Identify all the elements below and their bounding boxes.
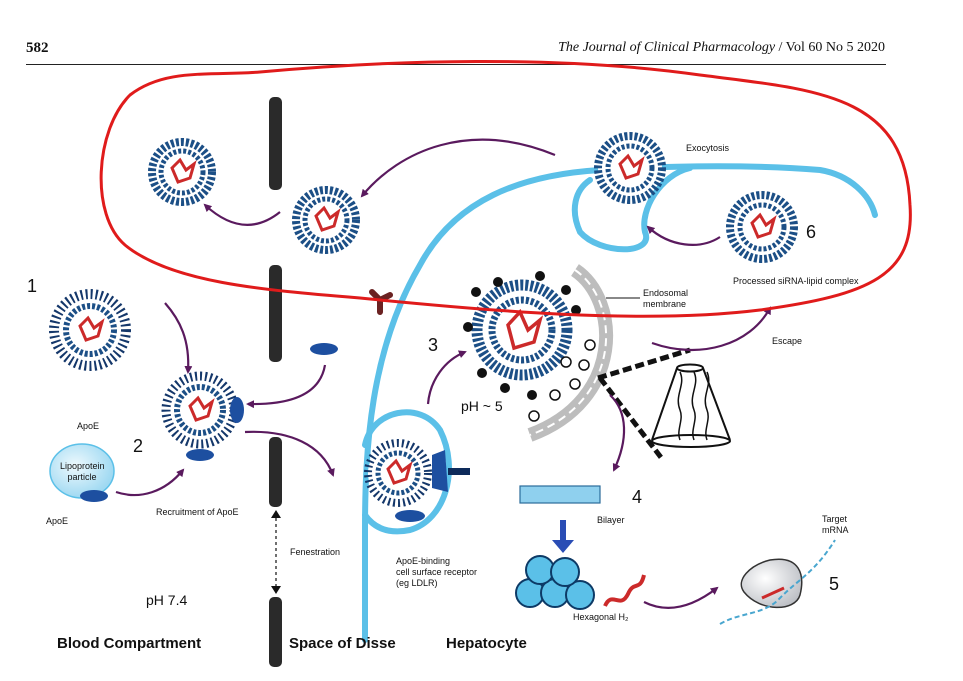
nanoparticle-processed	[726, 191, 798, 263]
receptor-label-3: (eg LDLR)	[396, 578, 438, 588]
nanoparticle-at-receptor	[364, 439, 470, 522]
journal-title: The Journal of Clinical Pharmacology	[558, 40, 776, 55]
risc-complex	[740, 558, 803, 609]
page-number: 582	[26, 40, 49, 56]
receptor-label-1: ApoE-binding	[396, 556, 451, 566]
free-apoe-disse	[310, 343, 338, 355]
endosomal-label-2: membrane	[643, 299, 687, 309]
hepatocyte-membrane	[362, 163, 878, 643]
nanoparticle-exocytosis	[594, 132, 666, 204]
ph-blood: pH 7.4	[146, 592, 188, 608]
red-annotation-outline	[99, 60, 912, 318]
bilayer	[519, 485, 601, 504]
nanoparticle-exocytosed-left	[148, 138, 216, 206]
recruitment-label: Recruitment of ApoE	[156, 507, 239, 517]
receptor-label-2: cell surface receptor	[396, 567, 478, 577]
header-rule	[26, 64, 886, 65]
apoe-on-lipoprotein	[80, 490, 108, 502]
step-2: 2	[133, 436, 144, 456]
target-mrna-label-1: Target	[822, 514, 848, 524]
ph-hepatocyte: pH ~ 5	[461, 398, 503, 414]
lipoprotein-particle	[49, 443, 115, 499]
receptor-pocket-membrane	[362, 409, 452, 535]
escape-label: Escape	[772, 336, 803, 346]
nanoparticle-exocytosed-right	[292, 186, 360, 254]
escaped-sirna	[603, 574, 646, 607]
nanoparticle-apoe-bound	[161, 371, 244, 449]
processed-complex-label: Processed siRNA-lipid complex	[733, 276, 859, 286]
endothelial-segment-1	[269, 97, 282, 190]
apoe-label-bottom: ApoE	[46, 516, 69, 526]
step-5: 5	[829, 574, 840, 594]
zone-space-of-disse: Space of Disse	[289, 635, 396, 652]
apoe-label-top: ApoE	[77, 421, 100, 431]
endosomal-label-1: Endosomal	[643, 288, 689, 298]
journal-header: The Journal of Clinical Pharmacology / V…	[558, 40, 885, 56]
cone-lipid-inset	[597, 347, 731, 462]
step-1: 1	[27, 276, 38, 296]
nanoparticle-with-peg	[49, 289, 131, 371]
zone-hepatocyte: Hepatocyte	[446, 635, 527, 652]
bilayer-label: Bilayer	[597, 515, 625, 525]
hexagonal-h2-tubes	[515, 555, 595, 610]
endothelial-segment-2	[269, 265, 282, 362]
anionic-lipid-markers	[528, 339, 596, 422]
hexagonal-label: Hexagonal H₂	[573, 612, 629, 622]
journal-issue: / Vol 60 No 5 2020	[778, 40, 885, 55]
lipoprotein-label-2: particle	[67, 472, 97, 482]
exocytosis-label: Exocytosis	[686, 143, 730, 153]
lipoprotein-label-1: Lipoprotein	[60, 461, 105, 471]
cationic-lipid-markers	[463, 271, 581, 400]
nanoparticle-endosome	[471, 279, 573, 381]
zone-blood-compartment: Blood Compartment	[57, 635, 202, 652]
target-mrna-strand	[719, 539, 836, 625]
target-mrna-label-2: mRNA	[822, 525, 849, 535]
fenestration-label: Fenestration	[290, 547, 341, 557]
process-arrows	[115, 138, 771, 610]
free-apoe-plasma	[186, 449, 214, 461]
endothelial-segment-3	[269, 437, 282, 507]
step-3: 3	[428, 335, 439, 355]
endothelial-segment-4	[269, 597, 282, 667]
step-6: 6	[806, 222, 817, 242]
step-4: 4	[632, 487, 643, 507]
